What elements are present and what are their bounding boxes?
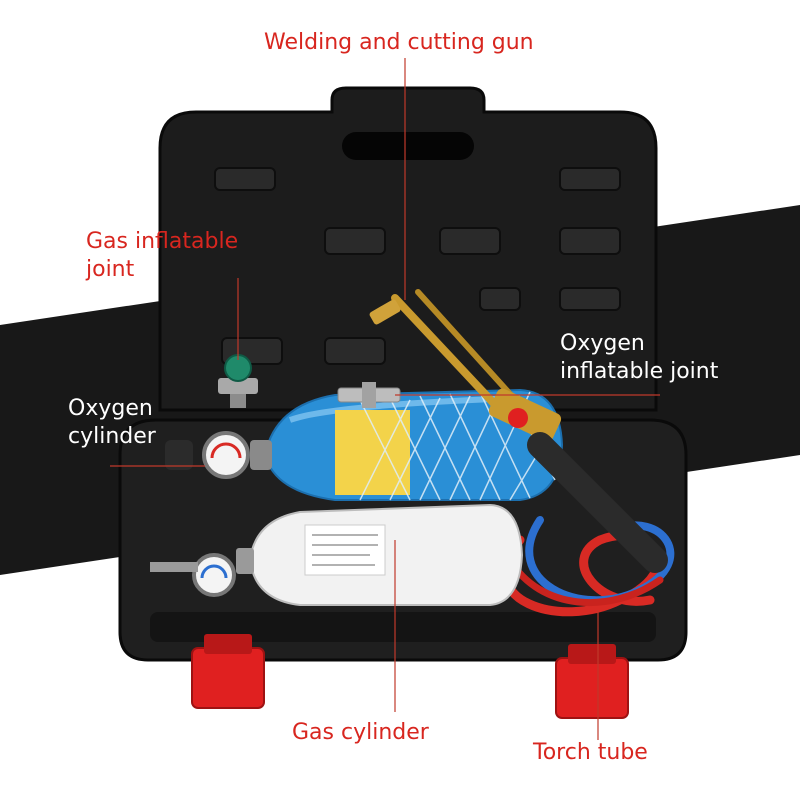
label-gas-inflatable-joint: Gas inflatable joint (86, 228, 238, 284)
gas-cylinder (150, 503, 524, 606)
case-latches (191, 634, 629, 719)
label-welding-gun-text: Welding and cutting gun (264, 30, 534, 55)
oxygen-gauge (202, 431, 250, 479)
leader-lines (110, 58, 660, 740)
welding-gun (369, 289, 668, 573)
label-oxygen-inflatable-joint: Oxygen inflatable joint (560, 330, 718, 386)
gas-gauge (192, 553, 236, 597)
label-oxygen-cylinder-line1: Oxygen (68, 396, 153, 421)
label-gas-cylinder-text: Gas cylinder (292, 720, 429, 745)
label-torch-tube: Torch tube (533, 739, 648, 767)
label-oxygen-joint-line2: inflatable joint (560, 359, 719, 385)
label-gas-joint-line1: Gas inflatable (86, 229, 239, 254)
label-oxygen-cylinder: Oxygen cylinder (68, 395, 156, 451)
label-welding-gun: Welding and cutting gun (264, 29, 534, 57)
case-lid (158, 86, 658, 412)
gas-inflatable-joint (218, 354, 258, 408)
label-torch-tube-text: Torch tube (533, 740, 648, 765)
oxygen-cylinder (165, 388, 564, 501)
label-gas-joint-line2: joint (86, 257, 135, 283)
label-gas-cylinder: Gas cylinder (292, 719, 429, 747)
label-oxygen-cylinder-line2: cylinder (68, 424, 156, 450)
label-oxygen-joint-line1: Oxygen (560, 331, 645, 356)
case-handle-slot (342, 132, 474, 160)
